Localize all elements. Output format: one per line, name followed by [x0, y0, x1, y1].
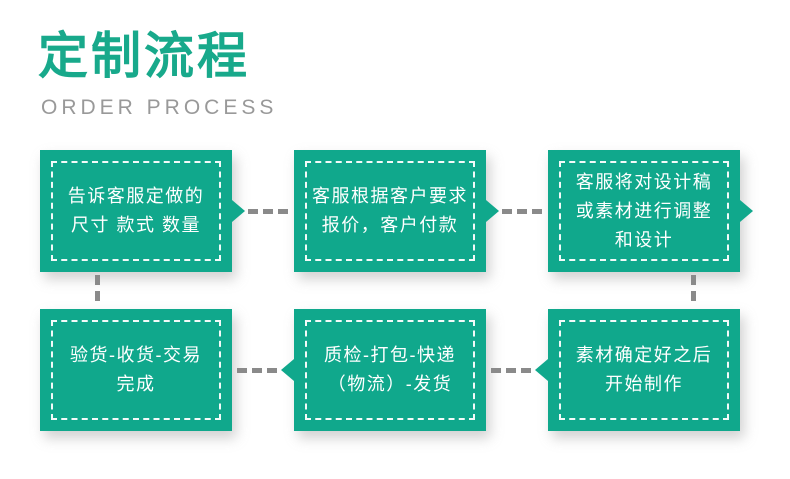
flow-step-line: 质检-打包-快递 — [324, 345, 456, 365]
flow-step-line: 素材确定好之后 — [575, 345, 713, 365]
arrow-left-icon — [281, 359, 294, 381]
dashed-inner-border — [305, 320, 475, 420]
flow-step-line: 客服将对设计稿 — [575, 171, 713, 192]
dashed-inner-border — [51, 320, 221, 420]
flow-step-2: 客服根据客户要求 报价，客户付款 — [294, 150, 499, 272]
flow-step-1-text: 告诉客服定做的 尺寸 款式 数量 — [40, 150, 232, 272]
flow-step-line: 完成 — [116, 374, 156, 394]
dashed-connector-horizontal — [502, 209, 544, 214]
arrow-left-icon — [535, 359, 548, 381]
dashed-inner-border — [51, 161, 221, 261]
dashed-inner-border — [305, 161, 475, 261]
flow-step-line: 或素材进行调整 — [575, 200, 713, 221]
flow-step-3: 客服将对设计稿 或素材进行调整 和设计 — [548, 150, 753, 272]
flow-step-line: （物流）-发货 — [327, 374, 453, 394]
dashed-inner-border — [559, 161, 729, 261]
flow-step-line: 和设计 — [614, 229, 674, 250]
flow-step-2-text: 客服根据客户要求 报价，客户付款 — [294, 150, 486, 272]
flow-step-line: 报价，客户付款 — [321, 215, 459, 235]
flow-step-4: 验货-收货-交易 完成 — [40, 309, 232, 431]
flow-step-line: 告诉客服定做的 — [67, 186, 205, 206]
page-subtitle: ORDER PROCESS — [41, 96, 278, 119]
flow-step-4-text: 验货-收货-交易 完成 — [40, 309, 232, 431]
dashed-connector-vertical — [95, 275, 100, 307]
flow-step-line: 开始制作 — [605, 374, 683, 394]
flow-step-1: 告诉客服定做的 尺寸 款式 数量 — [40, 150, 245, 272]
flow-step-6-text: 素材确定好之后 开始制作 — [548, 309, 740, 431]
arrow-right-icon — [486, 200, 499, 222]
dashed-connector-horizontal — [248, 209, 290, 214]
flow-step-line: 验货-收货-交易 — [70, 345, 202, 365]
flow-step-line: 客服根据客户要求 — [312, 186, 468, 206]
flow-step-5: 质检-打包-快递 （物流）-发货 — [281, 309, 486, 431]
dashed-connector-horizontal — [237, 368, 279, 373]
arrow-right-icon — [232, 200, 245, 222]
flow-step-line: 尺寸 款式 数量 — [70, 215, 201, 235]
dashed-inner-border — [559, 320, 729, 420]
page-title: 定制流程 — [38, 28, 250, 84]
flow-step-3-text: 客服将对设计稿 或素材进行调整 和设计 — [548, 150, 740, 272]
flow-step-6: 素材确定好之后 开始制作 — [535, 309, 740, 431]
flow-step-5-text: 质检-打包-快递 （物流）-发货 — [294, 309, 486, 431]
dashed-connector-vertical — [691, 275, 696, 307]
dashed-connector-horizontal — [491, 368, 533, 373]
arrow-right-icon — [740, 200, 753, 222]
